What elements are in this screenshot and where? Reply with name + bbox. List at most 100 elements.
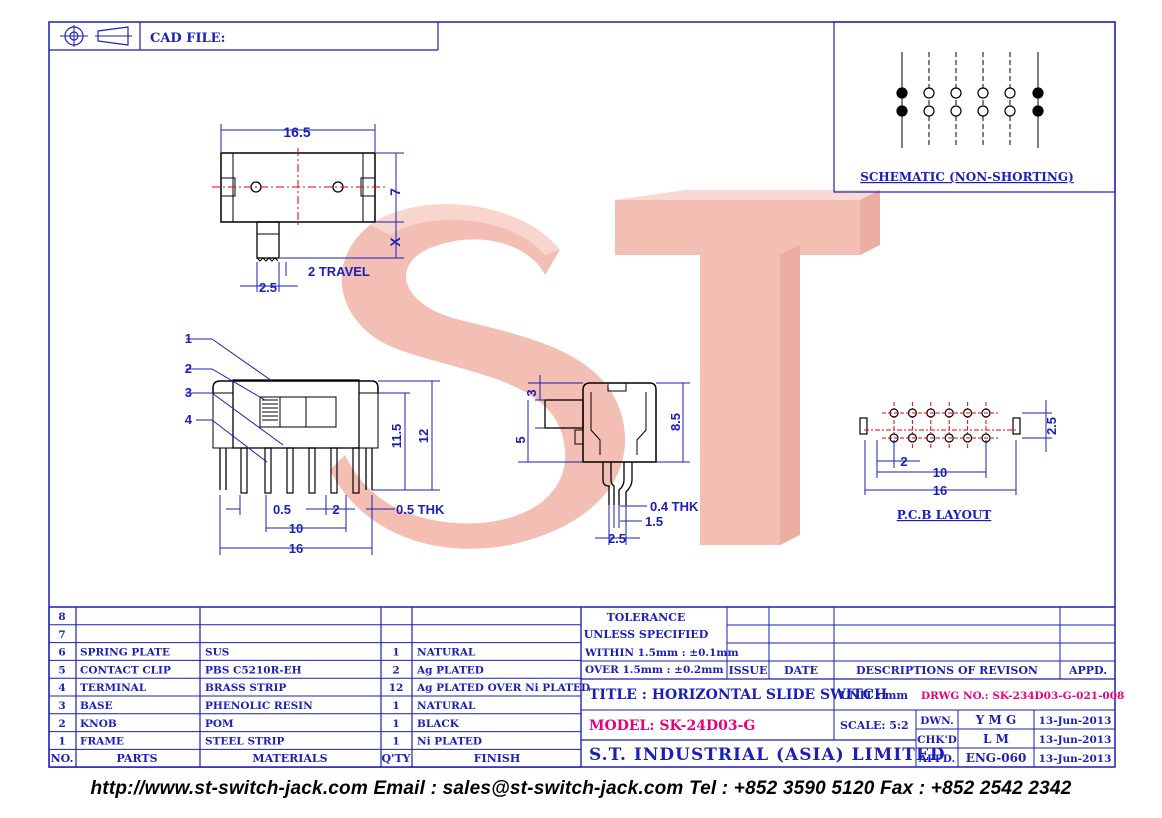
end-dim-5: 5 xyxy=(513,436,528,443)
unit-label: UNIT : mm xyxy=(840,689,908,702)
tolerance-within: WITHIN 1.5mm : ±0.1mm xyxy=(584,647,739,659)
pcb-dim-2-5: 2.5 xyxy=(1044,417,1059,435)
table-cell-finish: NATURAL xyxy=(417,647,476,659)
pin-pitch-dim: 0.5 xyxy=(273,502,291,517)
knob-width-dim: 2.5 xyxy=(259,280,277,295)
table-cell-qty: 2 xyxy=(392,664,399,676)
table-cell-no: 5 xyxy=(58,664,65,676)
pcb-dim-16: 16 xyxy=(933,483,947,498)
dwn-date: 13-Jun-2013 xyxy=(1039,715,1112,727)
table-cell-no: 2 xyxy=(58,718,65,730)
table-cell-finish: BLACK xyxy=(417,718,460,730)
terminal-pin xyxy=(240,447,248,494)
appd-label: APPD. xyxy=(918,753,955,765)
schematic-caption: SCHEMATIC (NON-SHORTING) xyxy=(860,170,1074,184)
top-x-dim: X xyxy=(387,237,403,247)
table-cell-parts: SPRING PLATE xyxy=(80,647,170,659)
rev-date-header: DATE xyxy=(784,664,818,677)
tolerance-subtitle: UNLESS SPECIFIED xyxy=(584,628,709,641)
table-cell-materials: PBS C5210R-EH xyxy=(205,664,302,676)
pcb-dim-10: 10 xyxy=(933,465,947,480)
dwn-value: Y M G xyxy=(975,713,1016,727)
schematic-diagram xyxy=(896,52,1044,148)
schematic-contact xyxy=(896,105,908,117)
drawing-number: DRWG NO.: SK-234D03-G-021-008 xyxy=(921,690,1124,702)
schematic-contact xyxy=(977,105,989,117)
rev-appd-header: APPD. xyxy=(1068,664,1107,677)
top-height-dim: 7 xyxy=(387,188,403,196)
side-thk-label: 0.5 THK xyxy=(396,502,445,517)
col-header-qty: Q'TY xyxy=(382,752,411,765)
bottom-block xyxy=(48,606,1115,768)
drawing-title: TITLE : HORIZONTAL SLIDE SWITCH xyxy=(589,687,887,703)
schematic-contact xyxy=(950,87,962,99)
terminal-pin xyxy=(308,447,316,494)
schematic-contact xyxy=(923,87,935,99)
table-cell-no: 1 xyxy=(58,736,65,748)
schematic-box xyxy=(833,21,1116,193)
tolerance-over: OVER 1.5mm : ±0.2mm xyxy=(585,664,723,676)
pcb-layout-caption: P.C.B LAYOUT xyxy=(897,508,992,522)
table-cell-finish: Ag PLATED xyxy=(416,664,484,676)
col-header-parts: PARTS xyxy=(116,752,157,765)
end-thk-label: 0.4 THK xyxy=(650,499,699,514)
table-cell-no: 6 xyxy=(58,647,65,659)
table-cell-qty: 1 xyxy=(392,700,399,712)
table-cell-no: 8 xyxy=(58,611,65,623)
col-header-finish: FINISH xyxy=(474,752,521,765)
schematic-contact xyxy=(1032,87,1044,99)
table-cell-qty: 1 xyxy=(392,718,399,730)
table-cell-parts: TERMINAL xyxy=(80,682,147,694)
col-header-materials: MATERIALS xyxy=(252,752,327,765)
table-cell-finish: NATURAL xyxy=(417,700,476,712)
end-dim-8-5: 8.5 xyxy=(668,413,683,431)
pitch-2-dim: 2 xyxy=(332,502,339,517)
schematic-contact xyxy=(1032,105,1044,117)
model-label: MODEL: SK-24D03-G xyxy=(589,718,755,734)
col-header-no: NO. xyxy=(51,752,74,765)
callout-1: 1 xyxy=(185,331,192,346)
chkd-label: CHK'D xyxy=(917,734,957,746)
table-cell-qty: 12 xyxy=(389,682,404,694)
table-cell-parts: CONTACT CLIP xyxy=(80,664,171,676)
side-height-12-dim: 12 xyxy=(416,429,431,443)
projection-symbol-icon xyxy=(60,25,132,47)
top-width-dim: 16.5 xyxy=(283,124,310,140)
side-height-11-5-dim: 11.5 xyxy=(389,424,404,449)
chkd-date: 13-Jun-2013 xyxy=(1039,734,1112,746)
end-dim-1-5: 1.5 xyxy=(645,514,663,529)
callout-4: 4 xyxy=(185,412,193,427)
cad-file-label: CAD FILE: xyxy=(150,31,225,46)
callout-3: 3 xyxy=(185,385,192,400)
table-cell-no: 3 xyxy=(58,700,65,712)
table-cell-parts: FRAME xyxy=(80,736,124,748)
side-span-10-dim: 10 xyxy=(289,521,303,536)
table-cell-materials: POM xyxy=(205,718,234,730)
appd-value: ENG-060 xyxy=(966,751,1027,765)
schematic-contact xyxy=(950,105,962,117)
sheet-border xyxy=(48,21,1116,768)
pcb-dim-2: 2 xyxy=(900,454,907,469)
travel-label: 2 TRAVEL xyxy=(308,264,370,279)
appd-date: 13-Jun-2013 xyxy=(1039,753,1112,765)
terminal-pin xyxy=(352,447,360,494)
table-cell-parts: KNOB xyxy=(80,718,117,730)
st-watermark-logo xyxy=(330,190,880,549)
callout-2: 2 xyxy=(185,361,192,376)
end-dim-3: 3 xyxy=(524,389,539,396)
schematic-contact xyxy=(977,87,989,99)
table-cell-finish: Ni PLATED xyxy=(417,736,482,748)
table-cell-no: 4 xyxy=(58,682,65,694)
schematic-contact xyxy=(1004,105,1016,117)
top-view-drawing xyxy=(212,124,404,292)
table-cell-parts: BASE xyxy=(80,700,113,712)
terminal-pin xyxy=(286,447,294,494)
contact-footer: http://www.st-switch-jack.com Email : sa… xyxy=(90,778,1072,799)
table-cell-materials: PHENOLIC RESIN xyxy=(205,700,313,712)
table-cell-materials: SUS xyxy=(205,647,229,659)
side-view-drawing xyxy=(186,338,440,555)
terminal-pin xyxy=(330,447,338,494)
table-cell-qty: 1 xyxy=(392,736,399,748)
